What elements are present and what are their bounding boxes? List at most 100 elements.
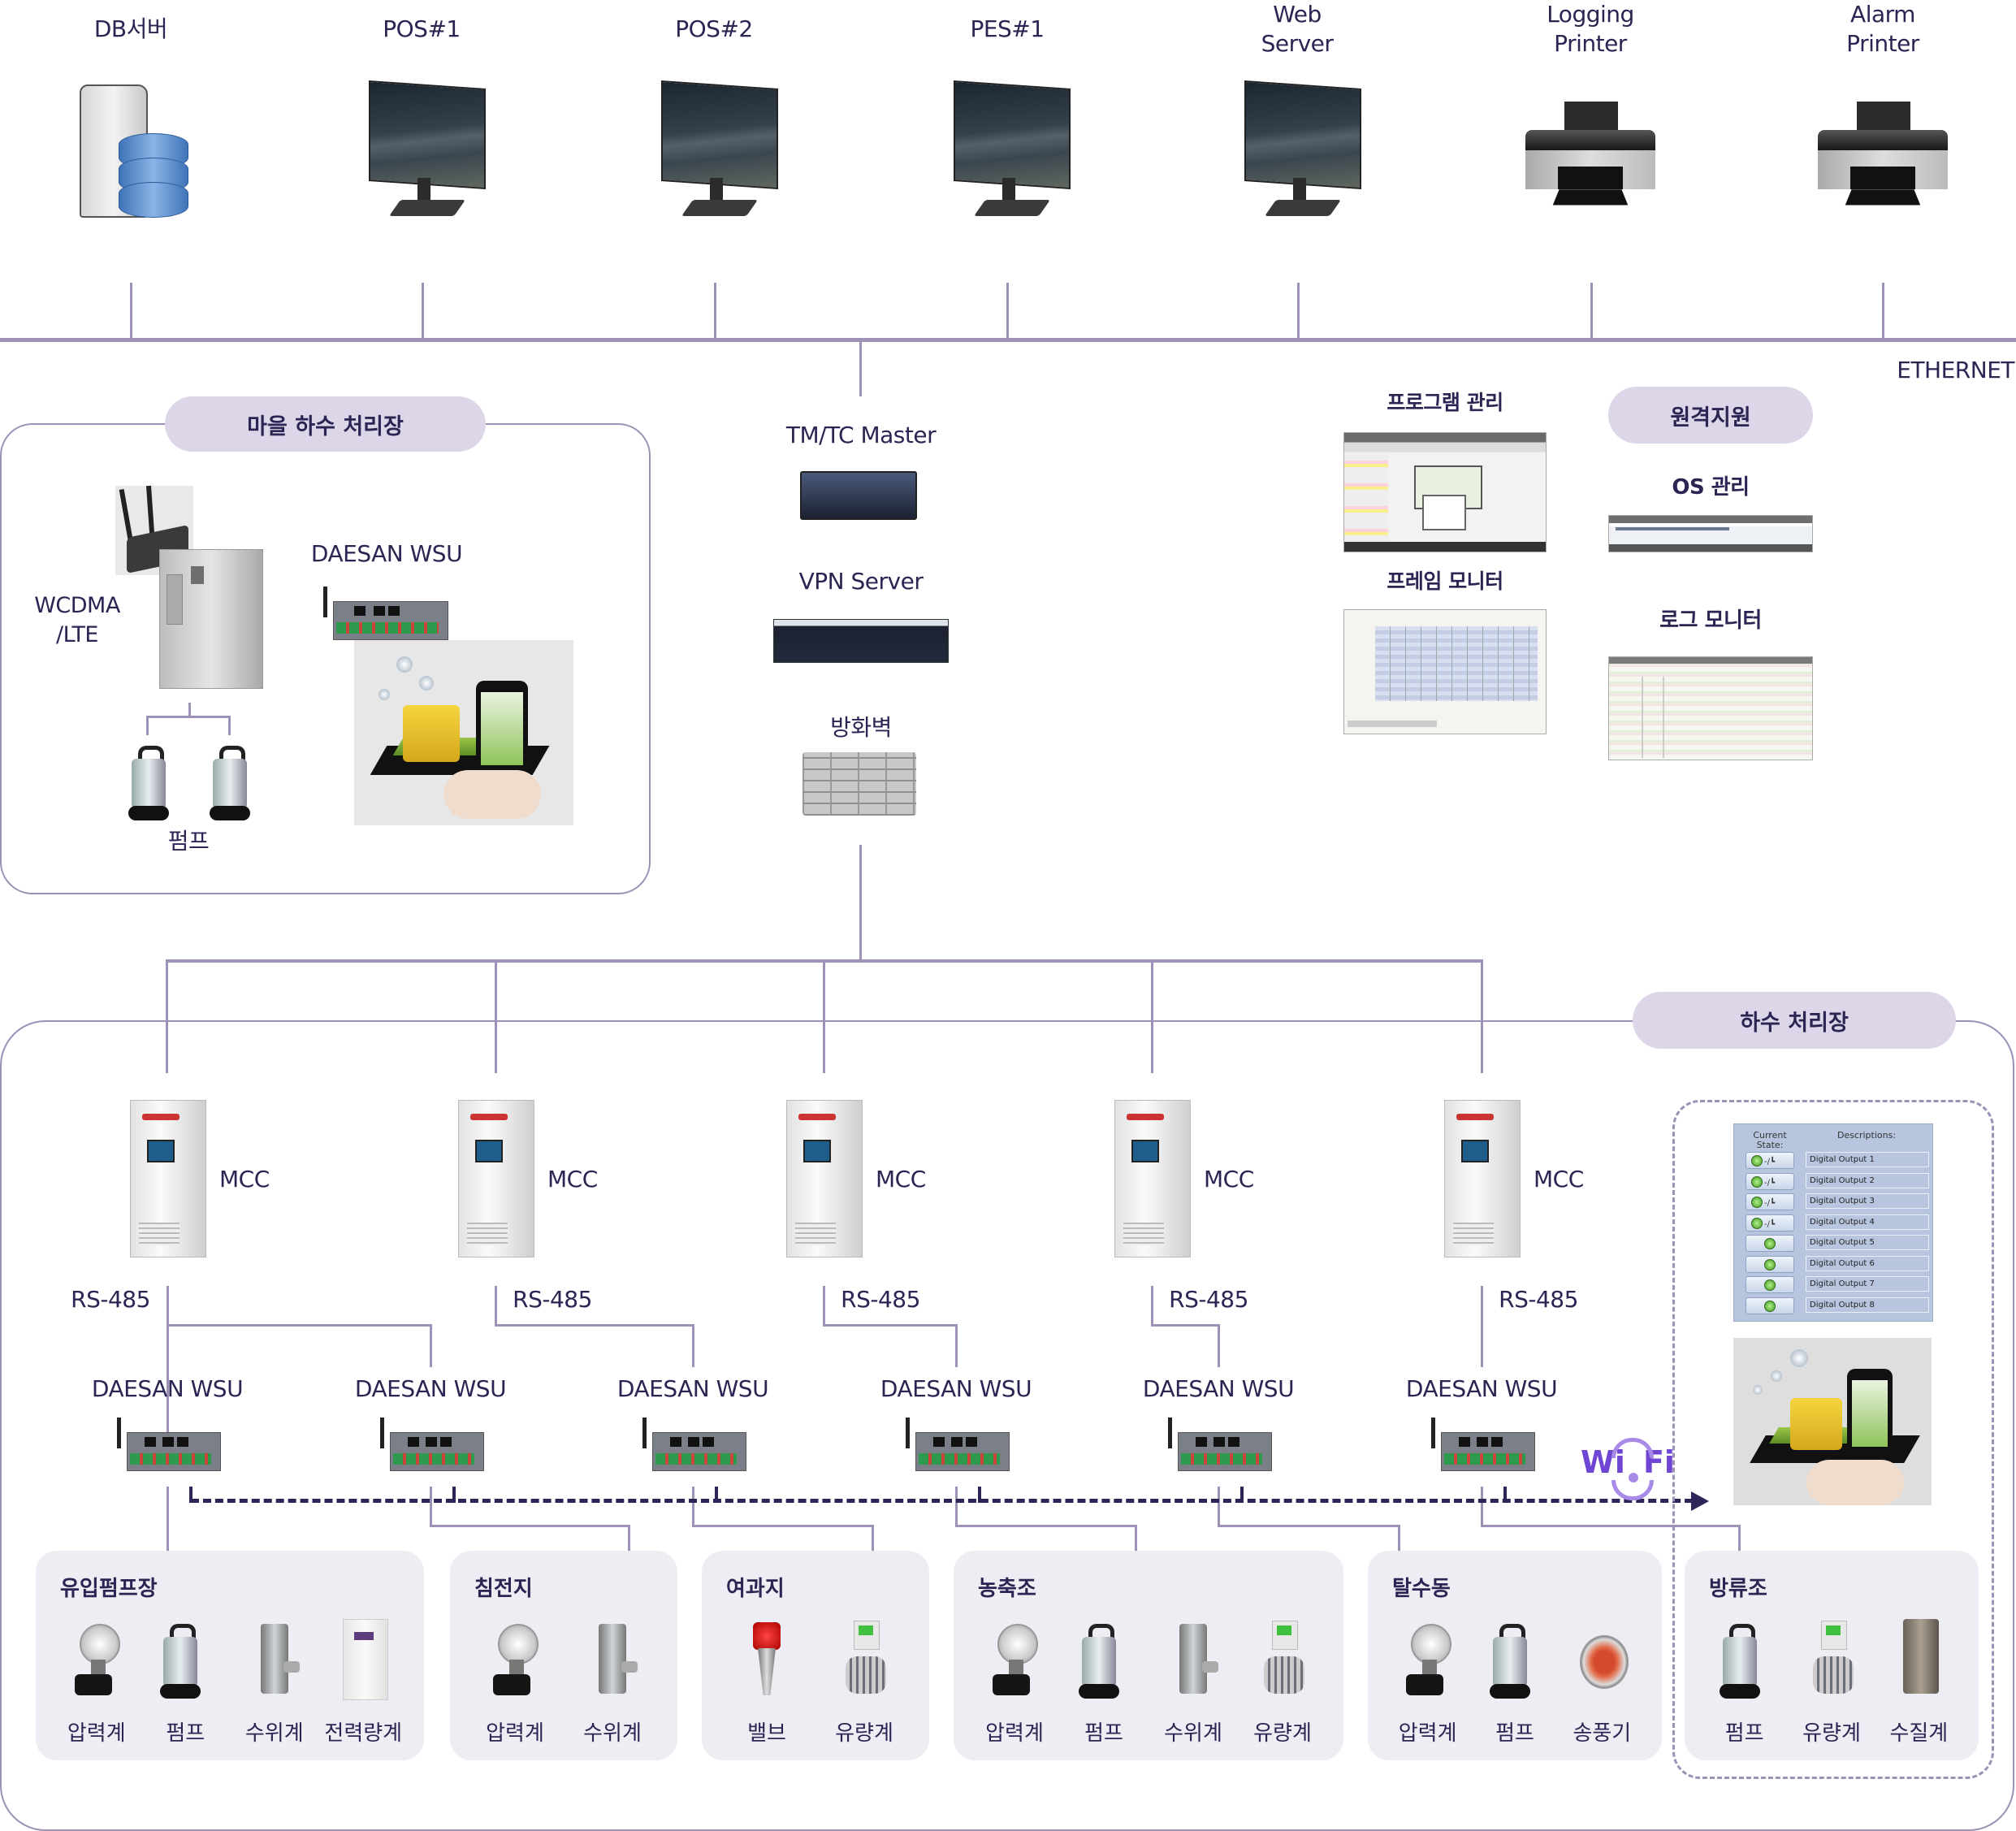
status-led-icon: [1751, 1175, 1763, 1188]
output-state-button[interactable]: ‐∕┗: [1746, 1214, 1794, 1231]
status-led-icon: [1751, 1197, 1763, 1208]
wsu-device-icon[interactable]: [1430, 1418, 1535, 1473]
output-state-button[interactable]: [1746, 1235, 1794, 1252]
wireless-tap-2: [452, 1487, 456, 1503]
switch-symbol-icon: ‐∕┗: [1764, 1199, 1775, 1208]
facility-device-label: 수위계: [1164, 1721, 1222, 1746]
facility-device-label: 수질계: [1889, 1721, 1949, 1746]
alarm-printer-icon[interactable]: [1810, 102, 1956, 207]
facility-device[interactable]: 송풍기: [1563, 1624, 1641, 1747]
facility-device[interactable]: 압력계: [976, 1624, 1053, 1747]
ethernet-backbone: [0, 338, 2016, 342]
rs485-line-2: [495, 1286, 497, 1327]
switch-symbol-icon: ‐∕┗: [1764, 1158, 1775, 1167]
facility-device[interactable]: 유량계: [1793, 1621, 1871, 1747]
wifi-icon: Wi Fi: [1581, 1438, 1675, 1500]
facility-device[interactable]: 전력량계: [324, 1619, 403, 1747]
os-mgmt-screenshot[interactable]: [1608, 515, 1813, 552]
pes1-monitor-icon[interactable]: [947, 80, 1071, 223]
pes1-label: PES#1: [970, 15, 1045, 42]
pump-icon[interactable]: [125, 746, 171, 824]
wsu-device-icon[interactable]: [904, 1418, 1010, 1473]
pos1-monitor-icon[interactable]: [362, 80, 486, 223]
facility-device[interactable]: 수위계: [236, 1624, 314, 1747]
alarm-printer-label-line2: Printer: [1846, 30, 1919, 57]
log-monitor-label: 로그 모니터: [1659, 608, 1762, 633]
wsu-device-icon[interactable]: [1166, 1418, 1272, 1473]
wireless-dashed-line: [191, 1499, 1705, 1503]
wsu-label: DAESAN WSU: [1405, 1375, 1558, 1402]
facility-device[interactable]: 펌프: [1065, 1624, 1143, 1747]
pump-icon[interactable]: [206, 746, 252, 824]
pos1-label: POS#1: [383, 15, 461, 42]
logging-printer-label-line2: Printer: [1554, 30, 1627, 57]
pos2-drop-line: [714, 283, 716, 340]
facility-device[interactable]: 펌프: [1476, 1624, 1554, 1747]
facility-device-label: 압력계: [486, 1721, 544, 1746]
digital-output-panel: Current State: Descriptions: ‐∕┗Digital …: [1733, 1123, 1933, 1322]
facility-device[interactable]: 수위계: [573, 1624, 651, 1747]
facility-device[interactable]: 펌프: [1706, 1624, 1784, 1747]
wsu-device-icon[interactable]: [115, 1418, 221, 1473]
facility-device-label: 유량계: [1253, 1721, 1312, 1746]
pressure-gauge-icon: [68, 1624, 125, 1699]
pump-icon: [157, 1624, 214, 1699]
program-mgmt-screenshot[interactable]: [1343, 432, 1547, 552]
output-state-button[interactable]: [1746, 1296, 1794, 1314]
output-state-button[interactable]: [1746, 1276, 1794, 1293]
frame-monitor-screenshot[interactable]: [1343, 609, 1547, 734]
web-server-monitor-icon[interactable]: [1238, 80, 1361, 223]
village-plant-title: 마을 하수 처리장: [165, 396, 486, 452]
wireless-tap-6: [1503, 1487, 1507, 1503]
firewall-icon[interactable]: [803, 752, 916, 816]
pump-icon: [1486, 1624, 1543, 1699]
output-state-button[interactable]: ‐∕┗: [1746, 1152, 1794, 1169]
facility-device-label: 전력량계: [324, 1721, 403, 1746]
village-wsu-device-icon[interactable]: [322, 587, 448, 648]
facility-device[interactable]: 유량계: [825, 1621, 903, 1747]
center-stem-bottom: [859, 845, 862, 963]
facility-device[interactable]: 밸브: [728, 1622, 806, 1747]
mcc-panel-icon[interactable]: [130, 1100, 206, 1257]
mcc-panel-icon[interactable]: [1444, 1100, 1521, 1257]
facility-device[interactable]: 유량계: [1244, 1621, 1322, 1747]
facility-device-label: 압력계: [1398, 1721, 1457, 1746]
facility-device[interactable]: 펌프: [146, 1624, 224, 1747]
facility-device[interactable]: 압력계: [476, 1624, 554, 1747]
outdoor-cabinet-icon[interactable]: [159, 549, 263, 689]
mcc-drop-3: [823, 959, 825, 1073]
wsu-group-line-3-h: [692, 1525, 874, 1527]
rs485-line-3-branch: [823, 1324, 958, 1327]
mcc-drop-1: [166, 959, 168, 1073]
status-led-icon: [1751, 1217, 1763, 1229]
pos2-monitor-icon[interactable]: [655, 80, 778, 223]
wcdma-label-line2: /LTE: [56, 622, 98, 647]
tmtc-master-server-icon[interactable]: [800, 471, 917, 520]
wsu-device-icon[interactable]: [641, 1418, 746, 1473]
facility-device[interactable]: 압력계: [58, 1624, 136, 1747]
mcc-panel-icon[interactable]: [786, 1100, 863, 1257]
rs485-label-2: RS-485: [513, 1286, 592, 1313]
status-led-icon: [1764, 1258, 1776, 1270]
output-state-button[interactable]: ‐∕┗: [1746, 1193, 1794, 1210]
facility-device[interactable]: 수위계: [1154, 1624, 1232, 1747]
output-state-button[interactable]: [1746, 1255, 1794, 1273]
facility-device[interactable]: 수질계: [1880, 1619, 1958, 1747]
output-state-button[interactable]: ‐∕┗: [1746, 1172, 1794, 1190]
pressure-gauge-icon: [487, 1624, 543, 1699]
vpn-server-icon[interactable]: [773, 619, 949, 663]
facility-device[interactable]: 압력계: [1389, 1624, 1467, 1747]
wsu-device-icon[interactable]: [379, 1418, 484, 1473]
mcc-panel-icon[interactable]: [458, 1100, 534, 1257]
logging-printer-icon[interactable]: [1517, 102, 1663, 207]
rs485-label-4: RS-485: [1169, 1286, 1248, 1313]
database-server-icon[interactable]: [71, 84, 188, 223]
program-mgmt-label: 프로그램 관리: [1387, 391, 1503, 414]
digital-output-row: Digital Output 8: [1746, 1296, 1929, 1314]
mcc-panel-icon[interactable]: [1114, 1100, 1191, 1257]
log-monitor-screenshot[interactable]: [1608, 656, 1813, 760]
facility-device-label: 압력계: [985, 1721, 1044, 1746]
